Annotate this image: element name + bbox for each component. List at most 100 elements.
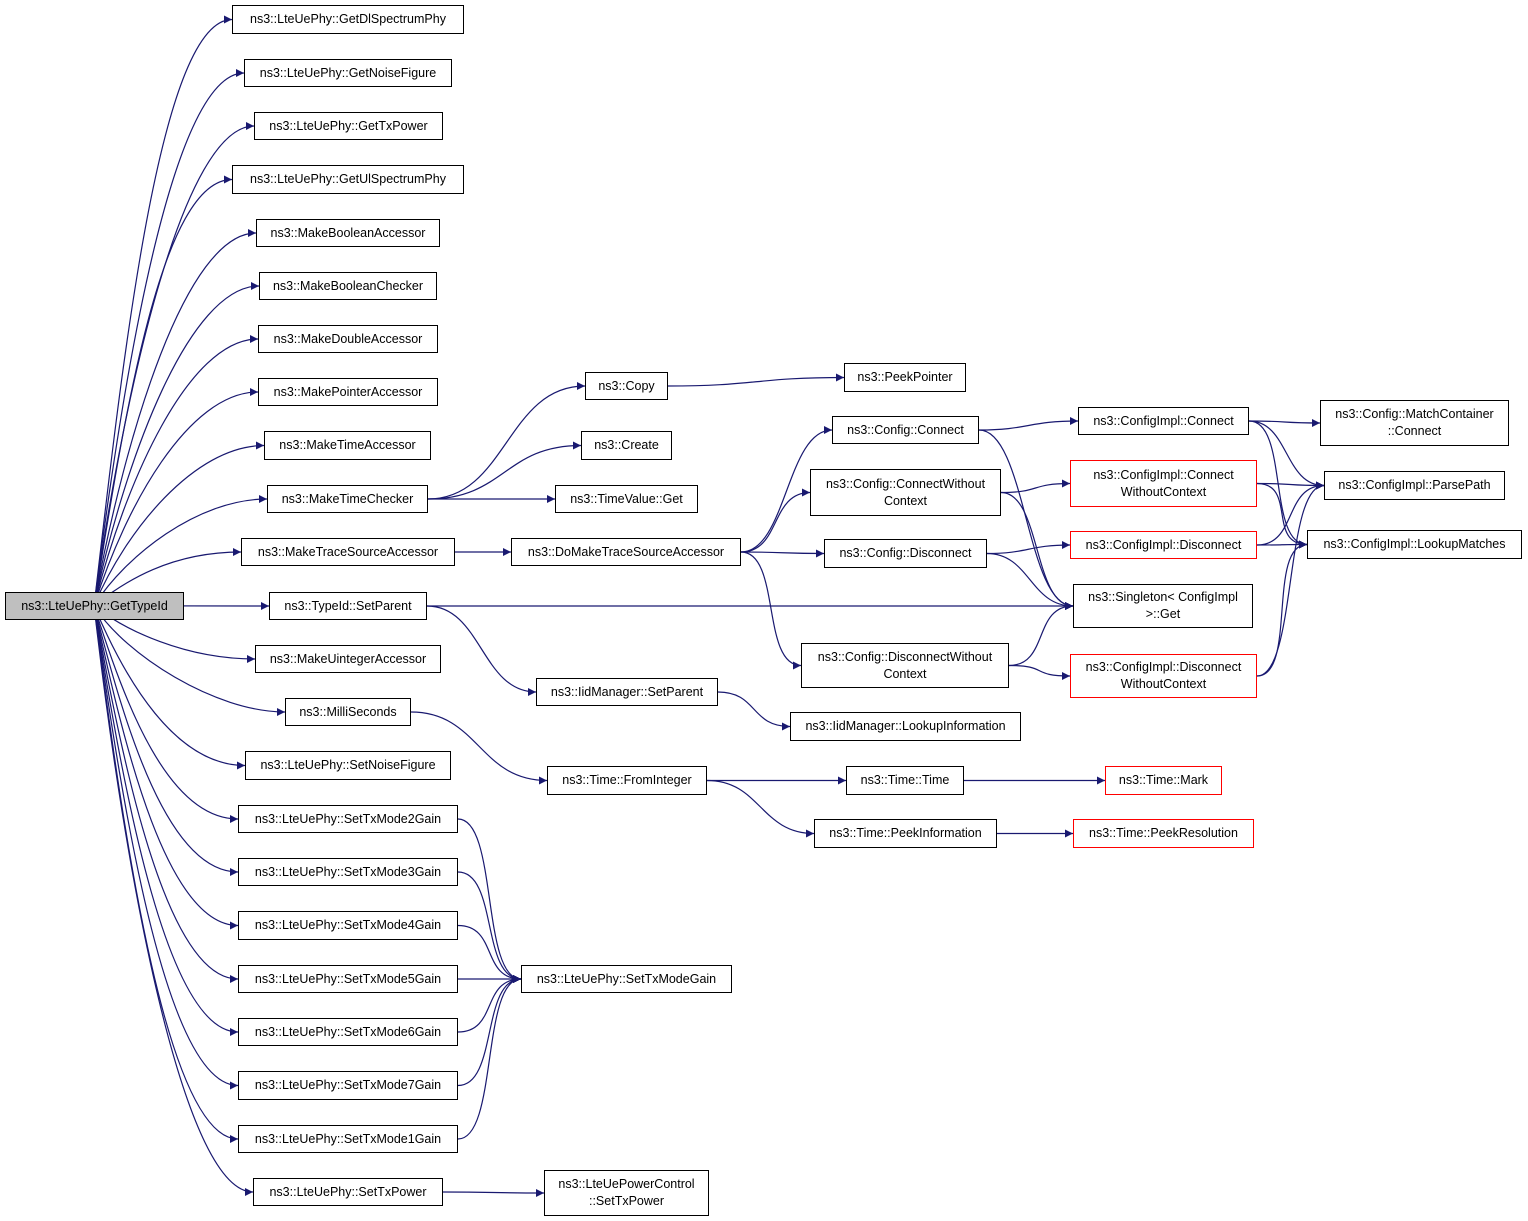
node-setTxModeGain[interactable]: ns3::LteUePhy::SetTxModeGain (521, 965, 732, 993)
node-getNoise[interactable]: ns3::LteUePhy::GetNoiseFigure (244, 59, 452, 87)
node-mkTraceAcc[interactable]: ns3::MakeTraceSourceAccessor (241, 538, 455, 566)
edge-root-to-milli (94, 606, 286, 716)
node-mode5[interactable]: ns3::LteUePhy::SetTxMode5Gain (238, 965, 458, 993)
node-mkPtrAcc[interactable]: ns3::MakePointerAccessor (258, 378, 438, 406)
node-mode4[interactable]: ns3::LteUePhy::SetTxMode4Gain (238, 911, 458, 940)
node-peekPointer[interactable]: ns3::PeekPointer (844, 363, 966, 392)
node-getUl[interactable]: ns3::LteUePhy::GetUlSpectrumPhy (232, 165, 464, 194)
node-mode2[interactable]: ns3::LteUePhy::SetTxMode2Gain (238, 805, 458, 833)
node-mode7[interactable]: ns3::LteUePhy::SetTxMode7Gain (238, 1071, 458, 1100)
edge-cfgDisconnectWo-to-singleton (1008, 602, 1074, 667)
node-label: ns3::LteUePowerControl (558, 1177, 695, 1191)
edge-setParent-to-iidSetParent (426, 605, 537, 696)
node-mkTimeChk[interactable]: ns3::MakeTimeChecker (267, 485, 428, 513)
node-label: ns3::LteUePhy::GetTypeId (21, 598, 168, 613)
node-label: ns3::LteUePhy::SetTxModeGain (536, 971, 717, 986)
node-create[interactable]: ns3::Create (581, 431, 672, 460)
node-doMakeTrace[interactable]: ns3::DoMakeTraceSourceAccessor (511, 538, 741, 566)
node-timeTime[interactable]: ns3::Time::Time (846, 766, 964, 795)
node-setParent[interactable]: ns3::TypeId::SetParent (269, 592, 427, 620)
node-mkTimeAcc[interactable]: ns3::MakeTimeAccessor (264, 431, 431, 460)
node-fromInteger[interactable]: ns3::Time::FromInteger (547, 766, 707, 795)
node-label: ns3::LteUePhy::GetDlSpectrumPhy (250, 12, 446, 26)
node-lookupMatches[interactable]: ns3::ConfigImpl::LookupMatches (1307, 530, 1522, 559)
node-implConnect[interactable]: ns3::ConfigImpl::Connect (1078, 407, 1249, 435)
node-label: ns3::LteUePhy::GetTxPower (269, 118, 428, 133)
edge-implConnectWo-to-lookupMatches (1256, 482, 1308, 549)
node-mode6[interactable]: ns3::LteUePhy::SetTxMode6Gain (238, 1018, 458, 1046)
node-getTxPower[interactable]: ns3::LteUePhy::GetTxPower (254, 112, 443, 140)
node-mkBoolChk[interactable]: ns3::MakeBooleanChecker (259, 272, 437, 300)
node-label: ns3::PeekPointer (857, 370, 953, 384)
edge-cfgDisconnectWo-to-implDisconnectWo (1008, 664, 1071, 680)
node-label: ns3::Time::Time (860, 773, 950, 787)
node-peekRes[interactable]: ns3::Time::PeekResolution (1073, 819, 1254, 848)
node-label: ns3::MakeDoubleAccessor (273, 331, 423, 346)
node-label: ns3::MakeBooleanAccessor (270, 225, 426, 240)
node-matchConnect[interactable]: ns3::Config::MatchContainer::Connect (1320, 400, 1509, 446)
edge-implConnect-to-matchConnect (1248, 418, 1321, 427)
node-cfgConnect[interactable]: ns3::Config::Connect (832, 416, 979, 444)
node-label: ns3::MakeTraceSourceAccessor (257, 544, 439, 559)
node-label: ns3::LteUePhy::SetTxMode7Gain (254, 1078, 442, 1092)
edge-mode1-to-setTxModeGain (457, 975, 522, 1140)
node-label: ::SetTxPower (588, 1194, 665, 1208)
edge-implDisconnectWo-to-lookupMatches (1256, 540, 1308, 677)
edge-cfgConnect-to-implConnect (978, 417, 1079, 431)
node-label: ns3::IidManager::LookupInformation (805, 719, 1006, 733)
edge-mode3-to-setTxModeGain (457, 871, 522, 983)
node-label: ns3::ConfigImpl::Connect (1093, 413, 1234, 428)
node-implDisconnect[interactable]: ns3::ConfigImpl::Disconnect (1070, 531, 1257, 559)
node-label: ns3::Copy (598, 378, 655, 393)
edge-root-to-mode7 (94, 612, 239, 1090)
edge-implDisconnect-to-parsePath (1256, 481, 1325, 546)
edge-root-to-mkPtrAcc (94, 388, 259, 603)
node-label: ns3::ConfigImpl::LookupMatches (1323, 537, 1506, 551)
node-iidSetParent[interactable]: ns3::IidManager::SetParent (536, 678, 718, 706)
node-milli[interactable]: ns3::MilliSeconds (285, 698, 411, 726)
node-parsePath[interactable]: ns3::ConfigImpl::ParsePath (1324, 471, 1505, 500)
node-getDl[interactable]: ns3::LteUePhy::GetDlSpectrumPhy (232, 5, 464, 34)
edge-doMakeTrace-to-cfgDisconnect (740, 549, 825, 558)
node-setNoise[interactable]: ns3::LteUePhy::SetNoiseFigure (245, 751, 451, 780)
node-mkUintAcc[interactable]: ns3::MakeUintegerAccessor (255, 645, 441, 673)
edge-setTxPower-to-pcSetTxPower (442, 1188, 545, 1197)
edge-cfgConnectWo-to-singleton (1000, 491, 1074, 610)
edge-root-to-mode4 (94, 610, 239, 930)
node-label: ::Connect (1387, 424, 1442, 438)
node-mode3[interactable]: ns3::LteUePhy::SetTxMode3Gain (238, 858, 458, 886)
edge-doMakeTrace-to-cfgDisconnectWo (740, 551, 802, 670)
node-label: ns3::LteUePhy::SetNoiseFigure (260, 758, 436, 772)
edge-cfgConnectWo-to-implConnectWo (1000, 479, 1071, 494)
node-label: ns3::LteUePhy::SetTxMode6Gain (254, 1024, 442, 1039)
node-copy[interactable]: ns3::Copy (585, 372, 668, 400)
node-label: ns3::TimeValue::Get (570, 491, 683, 506)
node-iidLookup[interactable]: ns3::IidManager::LookupInformation (790, 712, 1021, 741)
node-mkBoolAcc[interactable]: ns3::MakeBooleanAccessor (256, 219, 440, 247)
node-label: Context (883, 666, 927, 681)
node-label: ns3::Config::Disconnect (839, 546, 972, 560)
node-setTxPower[interactable]: ns3::LteUePhy::SetTxPower (253, 1178, 443, 1206)
node-timeMark[interactable]: ns3::Time::Mark (1105, 766, 1222, 795)
node-root: ns3::LteUePhy::GetTypeId (5, 592, 184, 620)
edge-root-to-mode1 (94, 613, 239, 1143)
node-mkDoubleAcc[interactable]: ns3::MakeDoubleAccessor (258, 325, 438, 353)
node-peekInfo[interactable]: ns3::Time::PeekInformation (814, 819, 997, 848)
edge-root-to-mode5 (94, 610, 239, 983)
node-timeValueGet[interactable]: ns3::TimeValue::Get (555, 485, 698, 513)
edge-fromInteger-to-peekInfo (706, 779, 815, 838)
edge-implConnectWo-to-parsePath (1256, 481, 1325, 490)
edge-root-to-mode3 (94, 609, 239, 876)
node-label: ns3::Singleton< ConfigImpl (1088, 590, 1238, 604)
node-label: ns3::MakeUintegerAccessor (269, 651, 427, 666)
node-singleton[interactable]: ns3::Singleton< ConfigImpl>::Get (1073, 584, 1253, 628)
node-cfgDisconnect[interactable]: ns3::Config::Disconnect (824, 539, 987, 568)
node-mode1[interactable]: ns3::LteUePhy::SetTxMode1Gain (238, 1125, 458, 1153)
node-label: ns3::LteUePhy::SetTxMode2Gain (254, 811, 442, 826)
edge-cfgConnect-to-singleton (978, 429, 1074, 610)
node-pcSetTxPower[interactable]: ns3::LteUePowerControl::SetTxPower (544, 1170, 709, 1216)
